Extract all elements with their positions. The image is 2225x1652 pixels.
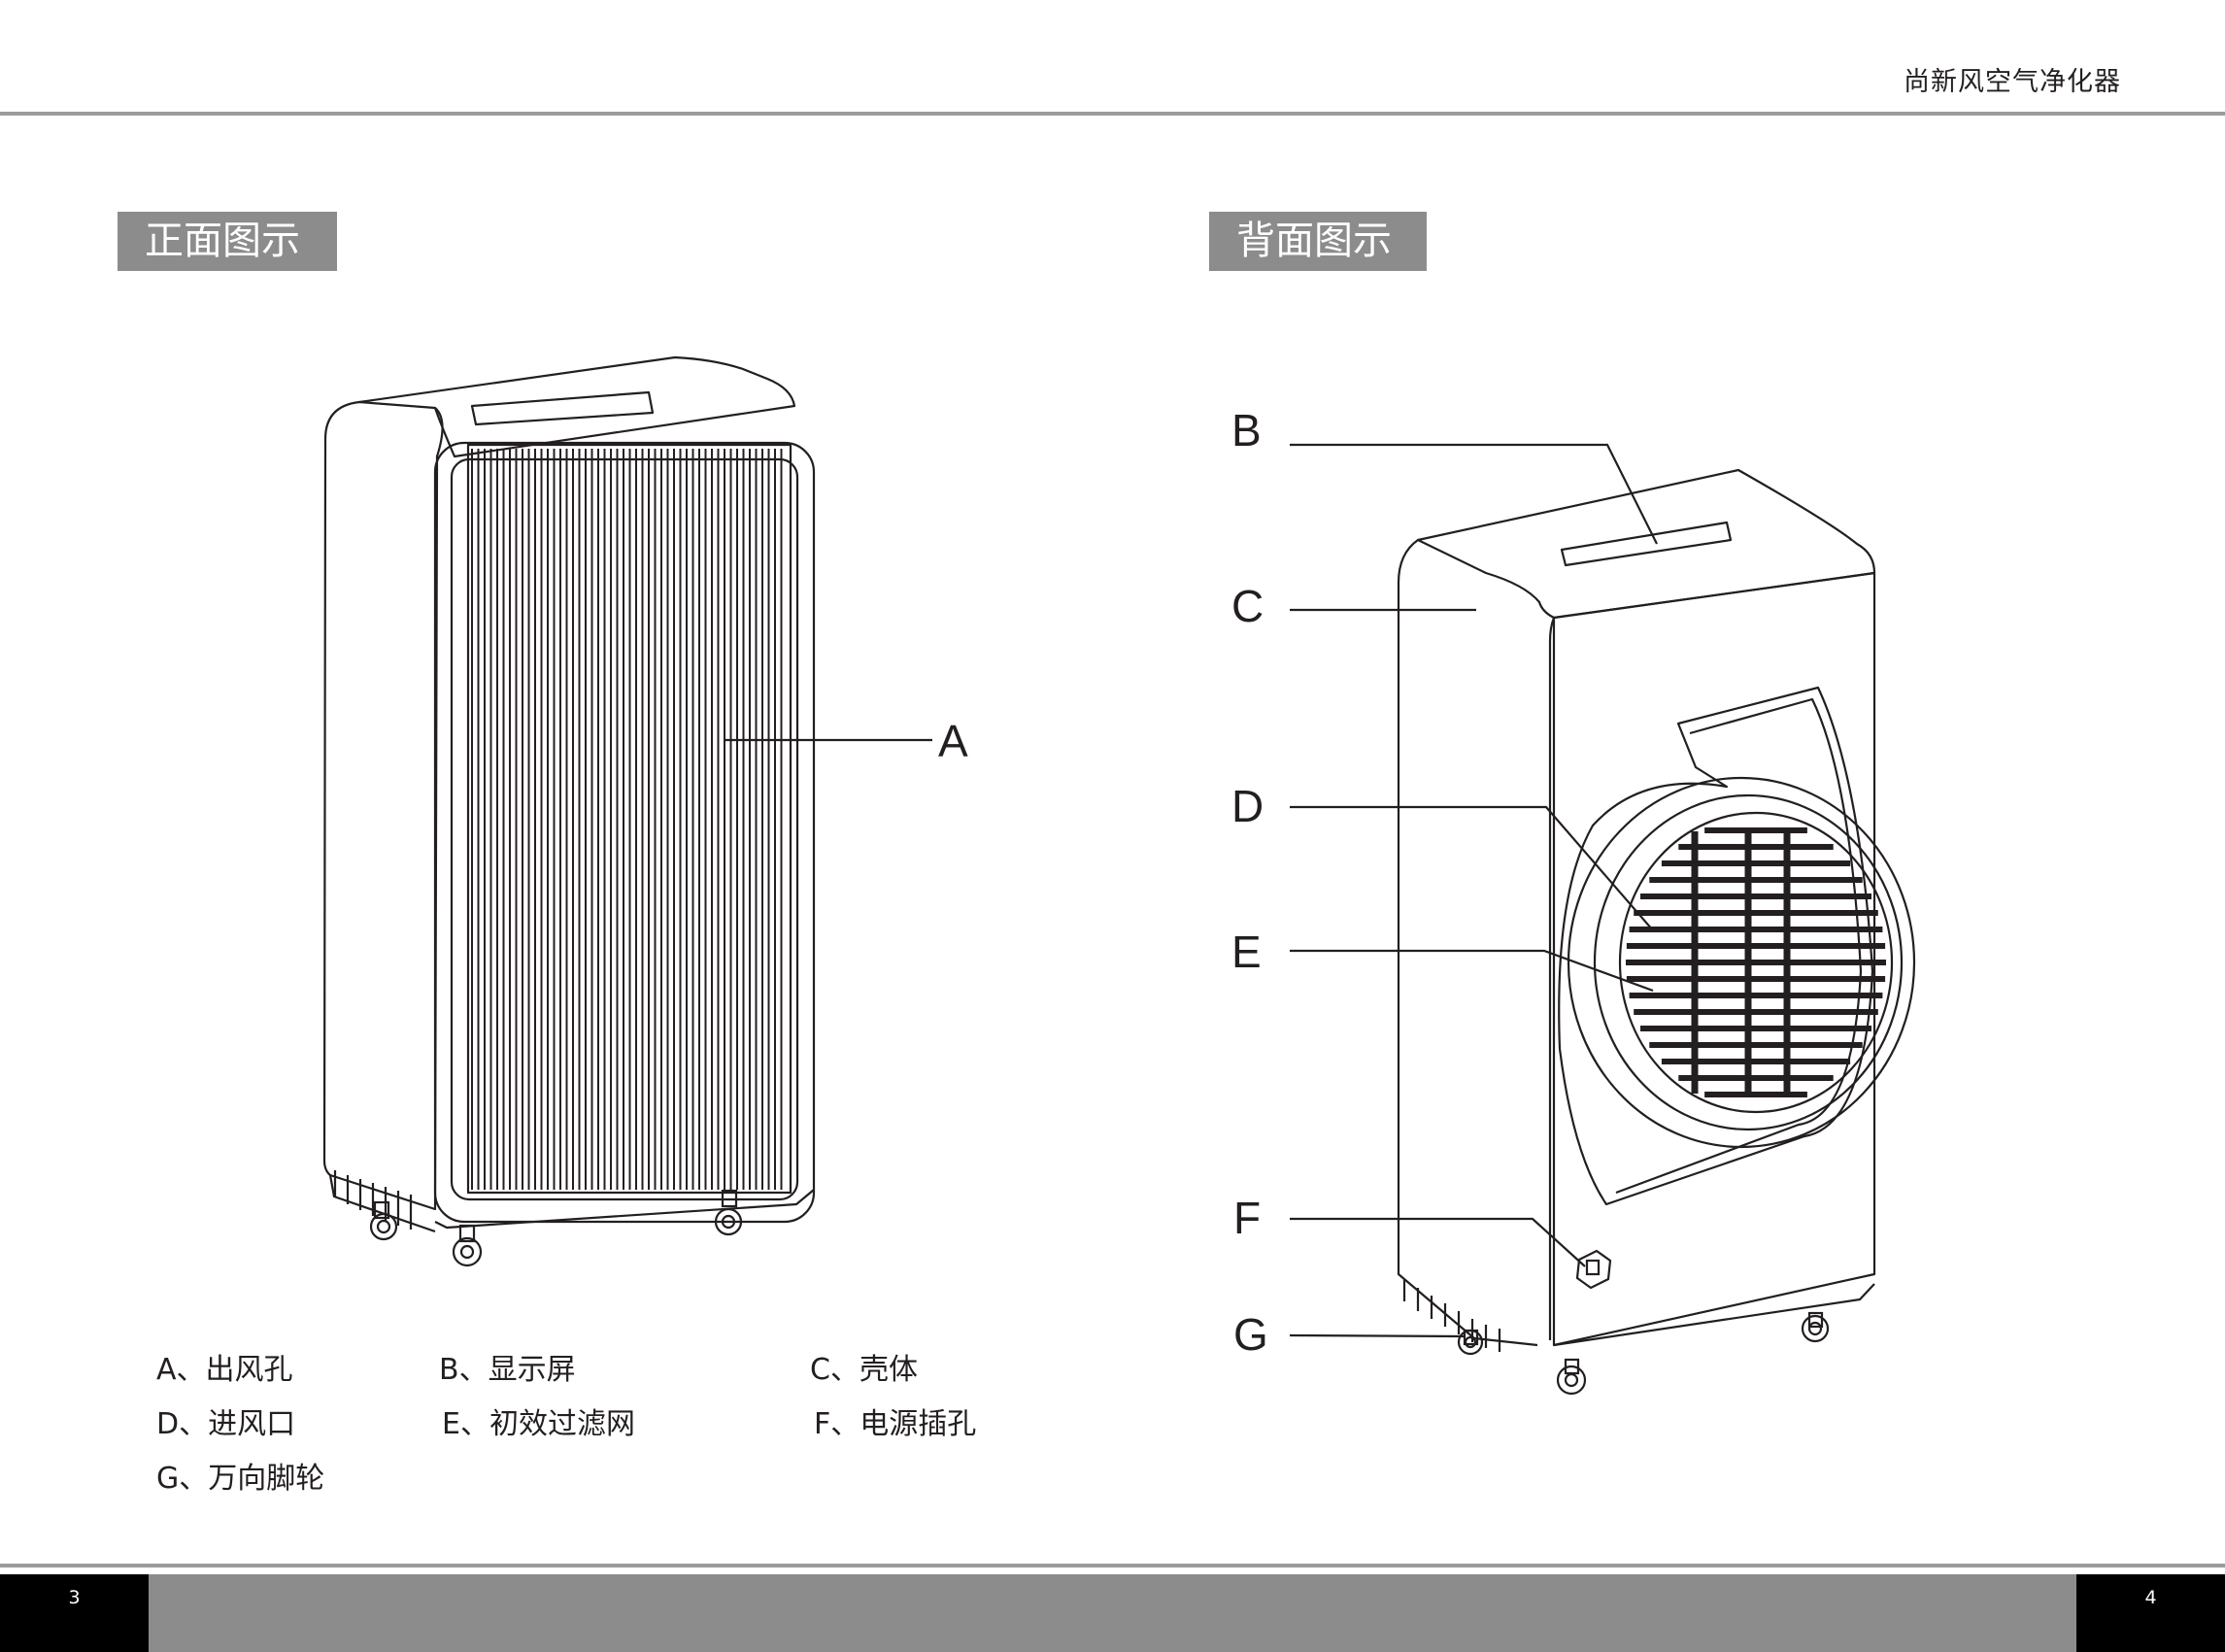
front-view-illustration: A — [322, 355, 968, 1267]
page-number-left: 3 — [0, 1574, 149, 1652]
front-view-title: 正面图示 — [118, 212, 337, 271]
legend-item: C、壳体 — [810, 1353, 918, 1387]
front-grille — [471, 449, 783, 1190]
legend-item: D、进风口 — [156, 1407, 296, 1441]
brand-title: 尚新风空气净化器 — [1904, 67, 2121, 97]
legend-item: G、万向脚轮 — [156, 1462, 325, 1496]
callout-f-label: F — [1233, 1193, 1261, 1243]
back-view-title: 背面图示 — [1209, 212, 1427, 271]
callout-b-label: B — [1231, 405, 1262, 455]
back-view-illustration: B C D E F G — [1231, 405, 1916, 1396]
header-rule — [0, 112, 2225, 116]
back-grille — [1626, 827, 1886, 1097]
callout-g-label: G — [1233, 1309, 1268, 1360]
legend-item: A、出风孔 — [156, 1353, 293, 1387]
footer-bar — [0, 1574, 2225, 1652]
back-callout-lines — [1289, 443, 1658, 1338]
front-casters — [369, 1189, 743, 1267]
callout-c-label: C — [1231, 581, 1264, 631]
legend-item: B、显示屏 — [439, 1353, 576, 1387]
page-number-right: 4 — [2076, 1574, 2225, 1652]
back-casters — [1402, 1280, 1830, 1396]
callout-e-label: E — [1231, 927, 1262, 977]
legend-item: F、电源插孔 — [814, 1407, 977, 1441]
power-socket — [1575, 1249, 1612, 1290]
callout-a-label: A — [938, 716, 968, 766]
legend-item: E、初效过滤网 — [442, 1407, 635, 1441]
callout-d-label: D — [1231, 781, 1264, 831]
footer-rule — [0, 1564, 2225, 1568]
